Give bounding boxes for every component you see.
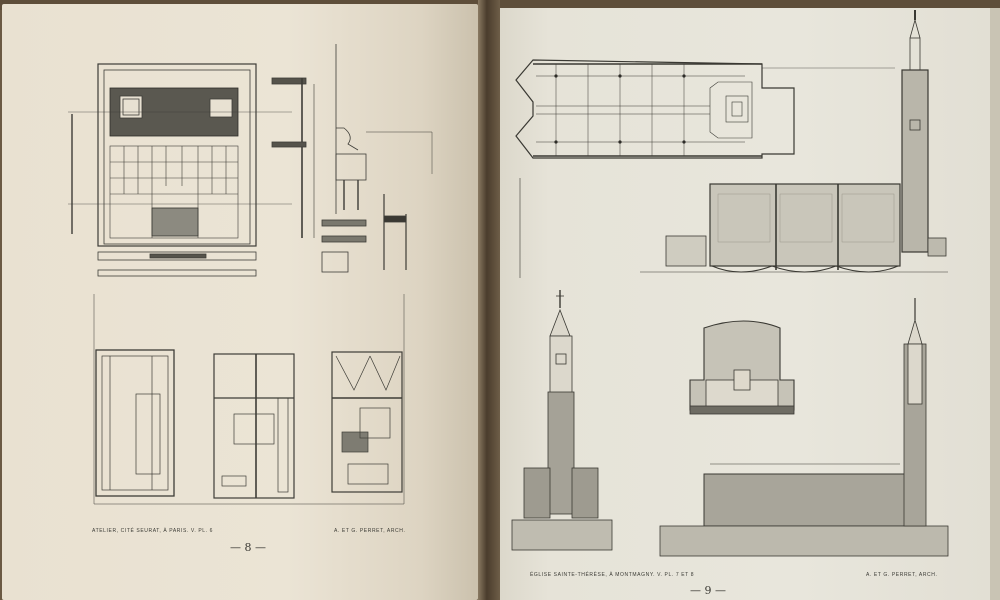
left-page-drawings bbox=[68, 44, 433, 505]
church-floor-plan-drawing bbox=[515, 59, 895, 278]
right-page-drawings bbox=[511, 10, 949, 557]
right-page: Église Sainte-Thérèse, à Montmagny. V. P… bbox=[500, 8, 990, 600]
ground-floor-plan-drawing bbox=[95, 349, 175, 497]
transverse-section-drawing bbox=[689, 320, 795, 415]
left-caption-architect: A. et G. Perret, Arch. bbox=[334, 528, 406, 534]
right-caption-title: Église Sainte-Thérèse, à Montmagny. V. P… bbox=[530, 572, 695, 578]
first-floor-plan-drawing bbox=[213, 353, 295, 499]
longitudinal-section-drawing bbox=[640, 10, 948, 273]
front-elevation-tower-drawing bbox=[511, 290, 613, 551]
left-caption-title: Atelier, Cité Seurat, à Paris. V. Pl. 6 bbox=[92, 528, 214, 534]
table-background bbox=[0, 0, 1000, 10]
right-caption-architect: A. et G. Perret, Arch. bbox=[866, 572, 938, 578]
left-page-number: — 8 — bbox=[230, 541, 266, 554]
second-floor-plan-drawing bbox=[331, 351, 403, 493]
right-page-edge bbox=[990, 8, 1000, 600]
facade-elevation-drawing bbox=[68, 63, 292, 277]
wall-section-drawing bbox=[271, 44, 433, 273]
left-page: Atelier, Cité Seurat, à Paris. V. Pl. 6 … bbox=[2, 4, 478, 600]
side-elevation-drawing bbox=[659, 298, 949, 557]
right-page-number: — 9 — bbox=[690, 584, 726, 597]
book-gutter bbox=[478, 0, 500, 600]
